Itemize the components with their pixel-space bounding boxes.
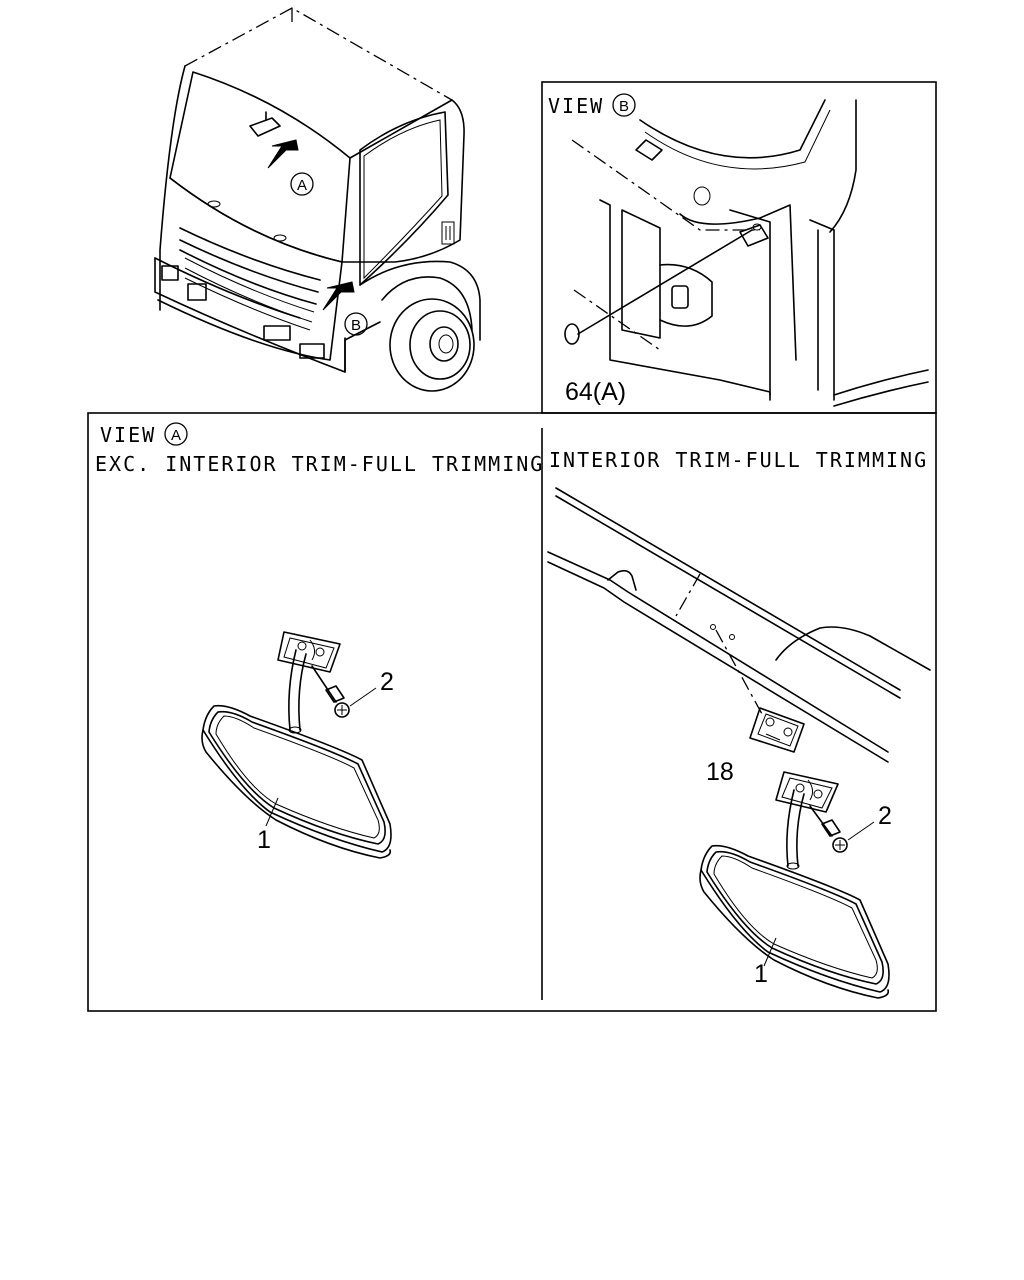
right-mirror-assembly [699,771,890,999]
right-headliner-illustration [547,487,931,763]
marker-b-letter: B [351,317,361,334]
left-callout-2: 2 [380,668,394,696]
arrow-b-icon [322,281,355,311]
view-b-letter-circle [612,93,636,117]
right-panel-heading: INTERIOR TRIM-FULL TRIMMING [549,448,928,472]
view-a-frame [87,412,937,1012]
right-callout-18: 18 [706,758,734,786]
view-b-letter: B [619,98,629,115]
left-screw-icon [334,702,350,718]
right-screw-icon [832,837,848,853]
view-b-illustration [564,99,929,407]
marker-a-circle [290,172,314,196]
right-callout-2: 2 [878,802,892,830]
arrow-a-icon [267,139,299,169]
right-callout-1: 1 [754,960,768,988]
left-mirror-assembly [201,631,392,859]
view-a-letter: A [171,427,181,444]
callout-64a: 64(A) [565,378,626,406]
truck-cab-illustration: A B [154,7,481,392]
marker-b-circle [344,312,368,336]
view-a-title: VIEW [100,423,156,447]
bracket-18-icon [749,707,805,753]
plug-64a-icon [564,323,580,345]
left-callout-1: 1 [257,826,271,854]
view-b-frame [541,81,937,414]
left-panel-heading: EXC. INTERIOR TRIM-FULL TRIMMING [95,452,544,476]
view-a-letter-circle [164,422,188,446]
marker-a-letter: A [297,177,307,194]
view-b-title: VIEW [548,94,604,118]
